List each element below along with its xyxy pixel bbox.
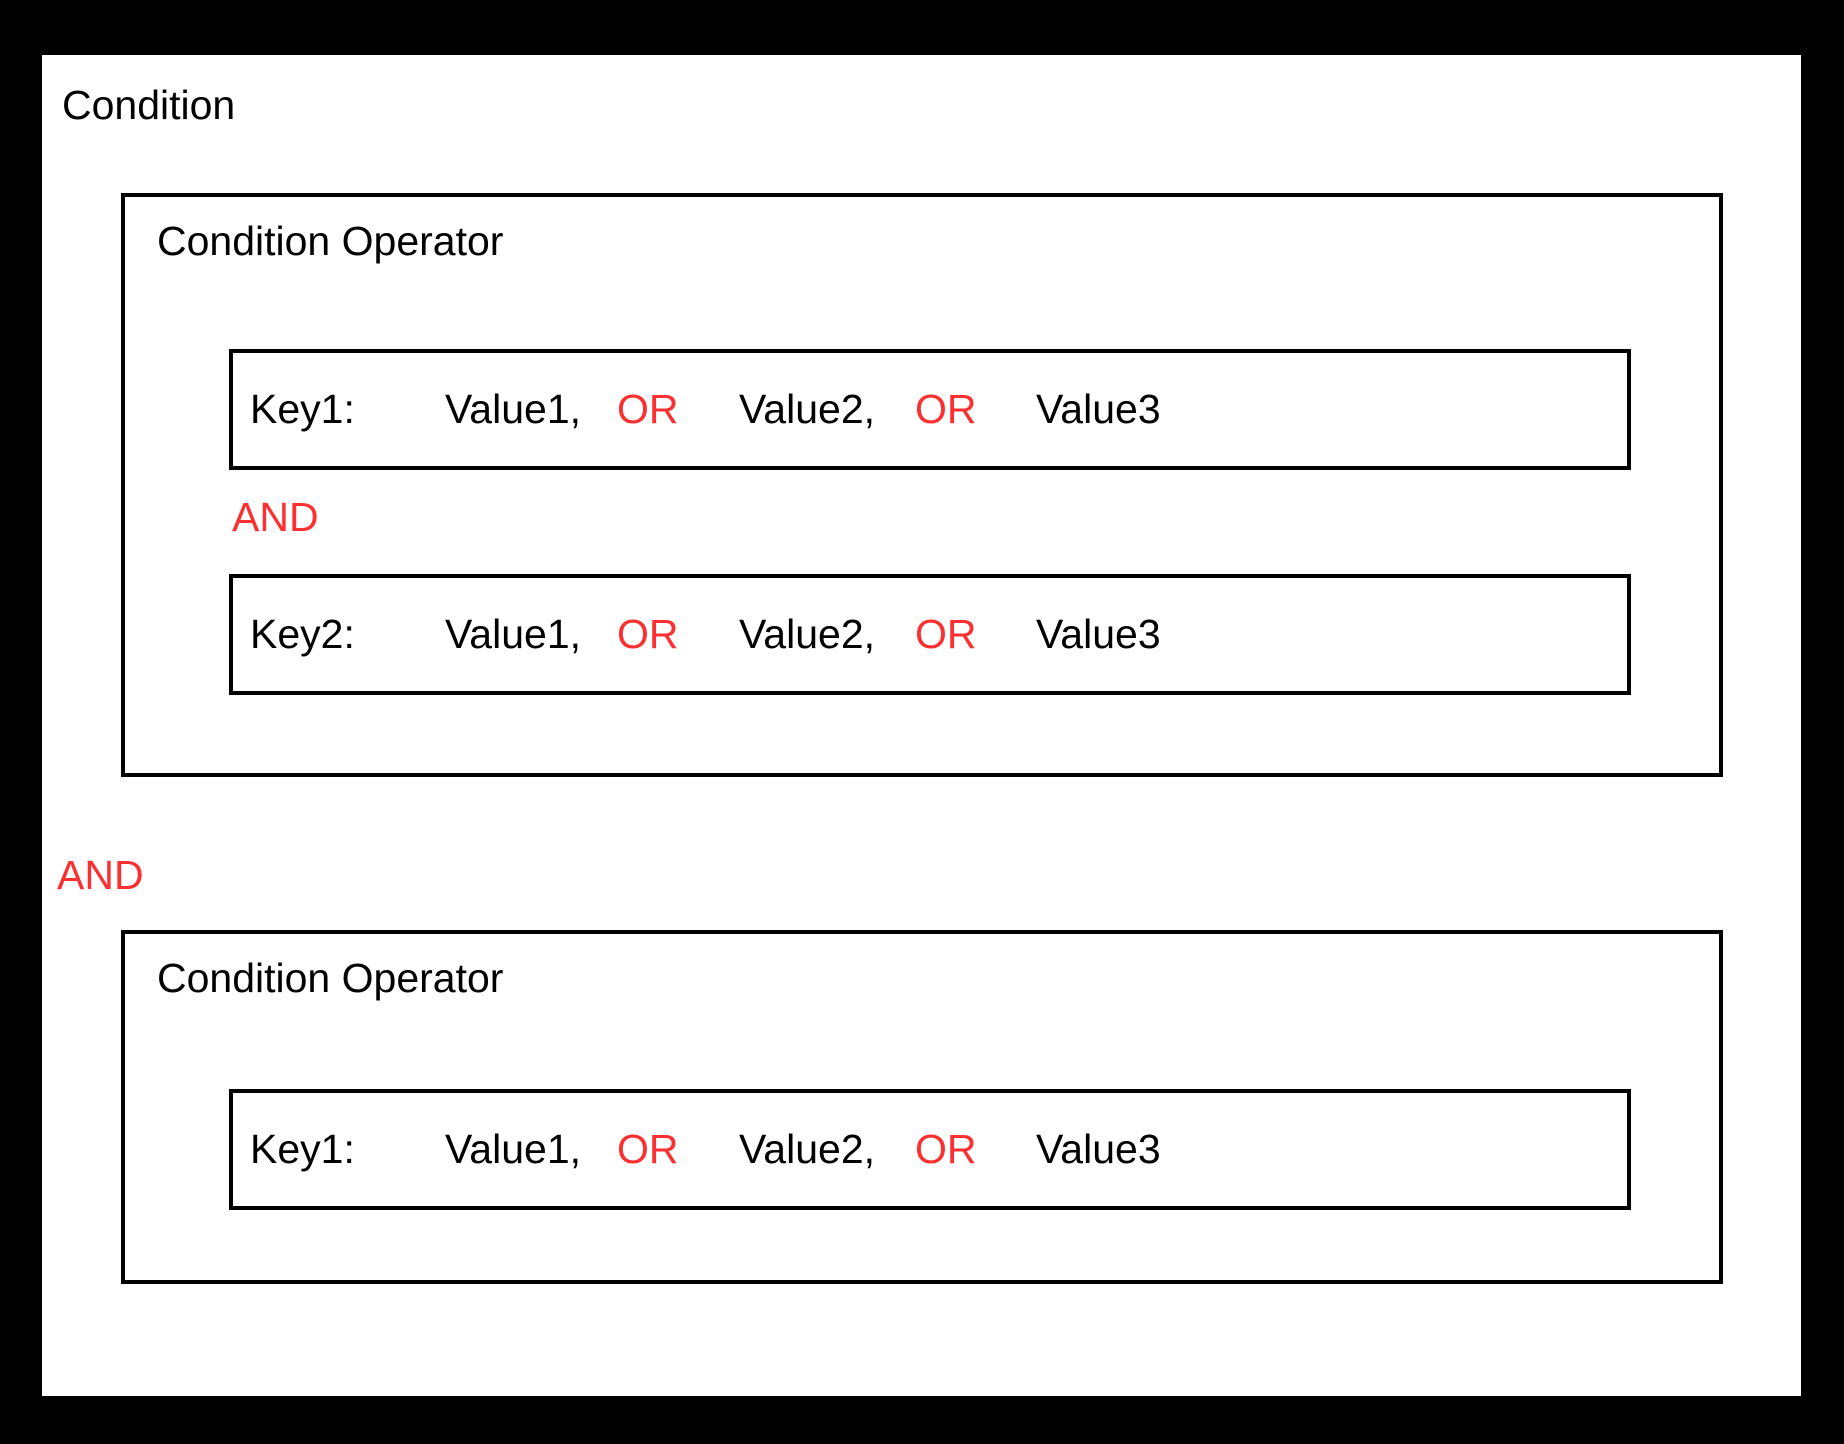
page-title: Condition: [62, 82, 236, 128]
or-operator-2: OR: [915, 611, 977, 657]
value-3: Value3: [1036, 1126, 1161, 1172]
key-value-row: Key1: Value1, OR Value2, OR Value3: [229, 349, 1631, 470]
key-value-row: Key2: Value1, OR Value2, OR Value3: [229, 574, 1631, 695]
key-value-expression: Key2: Value1, OR Value2, OR Value3: [233, 611, 1161, 658]
condition-panel: Condition Condition Operator Key1: Value…: [42, 55, 1801, 1396]
value-1: Value1,: [445, 1126, 582, 1172]
and-connector-outer: AND: [57, 852, 144, 898]
or-operator-1: OR: [617, 1126, 679, 1172]
and-connector-inner: AND: [232, 494, 319, 540]
value-2: Value2,: [739, 1126, 876, 1172]
key-value-expression: Key1: Value1, OR Value2, OR Value3: [233, 1126, 1161, 1173]
key-value-row: Key1: Value1, OR Value2, OR Value3: [229, 1089, 1631, 1210]
value-3: Value3: [1036, 386, 1161, 432]
or-operator-1: OR: [617, 611, 679, 657]
value-2: Value2,: [739, 386, 876, 432]
condition-operator-label: Condition Operator: [157, 218, 504, 264]
value-1: Value1,: [445, 386, 582, 432]
or-operator-2: OR: [915, 386, 977, 432]
condition-operator-label: Condition Operator: [157, 955, 504, 1001]
or-operator-2: OR: [915, 1126, 977, 1172]
value-1: Value1,: [445, 611, 582, 657]
or-operator-1: OR: [617, 386, 679, 432]
condition-operator-group-1: Condition Operator Key1: Value1, OR Valu…: [121, 193, 1723, 777]
key-label: Key2:: [250, 611, 355, 657]
condition-operator-group-2: Condition Operator Key1: Value1, OR Valu…: [121, 930, 1723, 1284]
value-3: Value3: [1036, 611, 1161, 657]
value-2: Value2,: [739, 611, 876, 657]
key-label: Key1:: [250, 1126, 355, 1172]
key-value-expression: Key1: Value1, OR Value2, OR Value3: [233, 386, 1161, 433]
key-label: Key1:: [250, 386, 355, 432]
